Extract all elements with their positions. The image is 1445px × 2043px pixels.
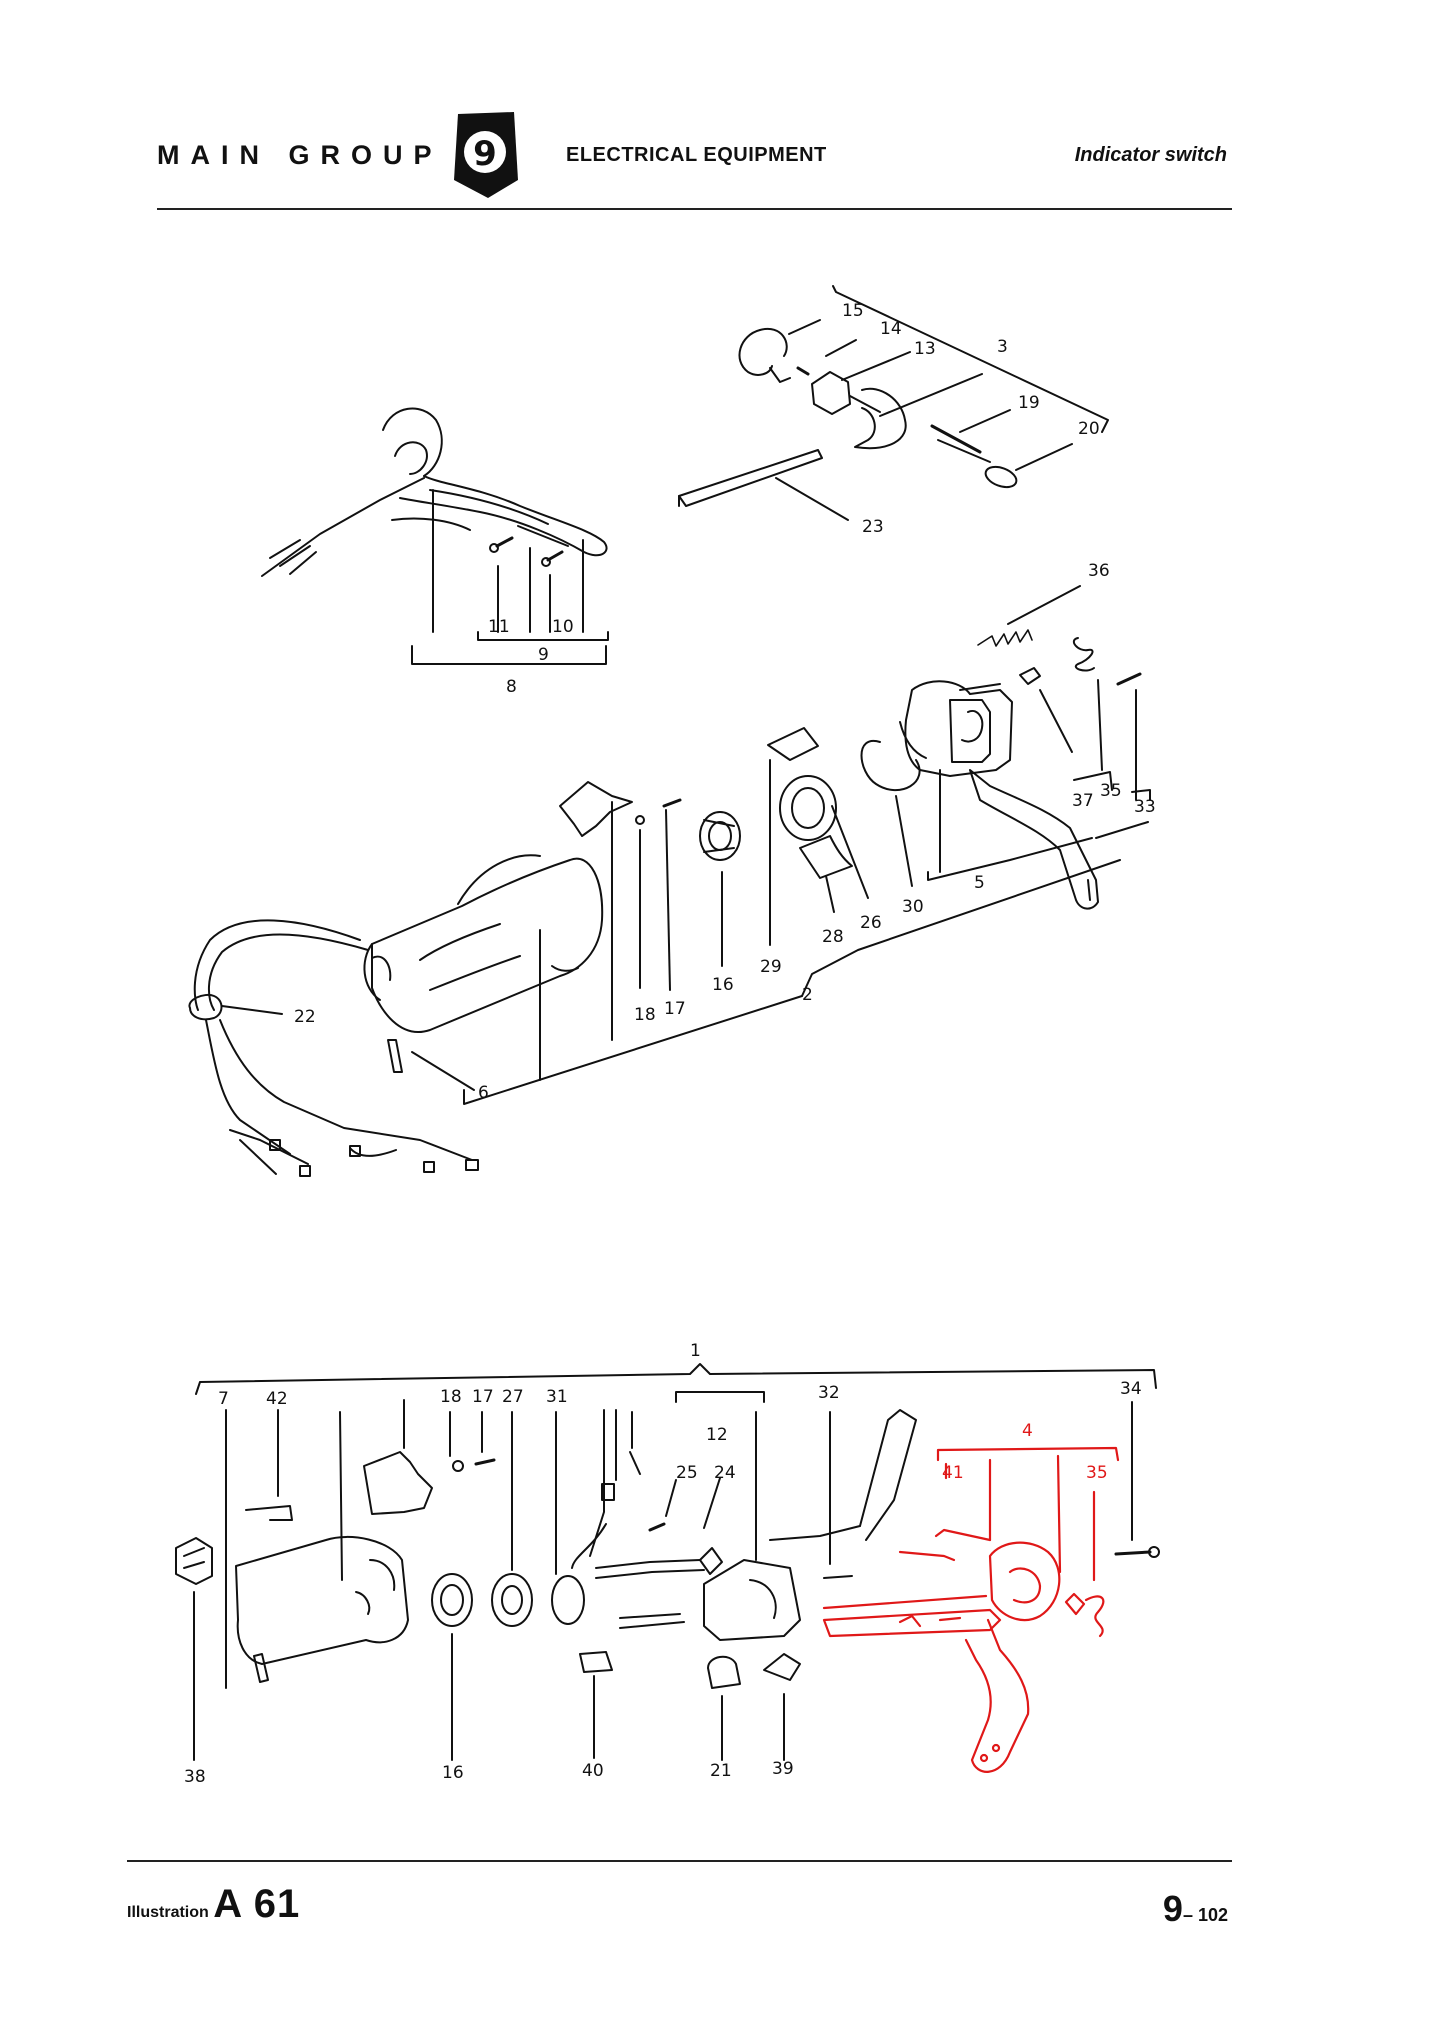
wiring-harness-22 [188, 919, 479, 1177]
callout-33: 33 [1134, 797, 1156, 817]
callout-26: 26 [860, 913, 882, 933]
callout-15: 15 [842, 301, 864, 321]
illustration-label: Illustration [127, 1904, 209, 1921]
callout-30: 30 [902, 897, 924, 917]
callout-39: 39 [772, 1759, 794, 1779]
callout-8: 8 [506, 677, 517, 697]
callout-13: 13 [914, 339, 936, 359]
illustration-caption: Illustration A 61 [127, 1882, 300, 1927]
clip-part-15 [738, 327, 791, 383]
switch-part-13 [811, 371, 907, 450]
callout-3: 3 [997, 337, 1008, 357]
callout-24: 24 [714, 1463, 736, 1483]
callout-19: 19 [1018, 393, 1040, 413]
callout-25: 25 [676, 1463, 698, 1483]
callout-23: 23 [862, 517, 884, 537]
callout-22: 22 [294, 1007, 316, 1027]
subsection-title: Indicator switch [1074, 144, 1227, 166]
callout-18-bottom: 18 [440, 1387, 462, 1407]
callout-1: 1 [690, 1341, 701, 1361]
switch-body-12 [703, 1409, 917, 1641]
callout-21: 21 [710, 1761, 732, 1781]
callout-41: 41 [942, 1463, 964, 1483]
callout-17-bottom: 17 [472, 1387, 494, 1407]
callout-2: 2 [802, 985, 813, 1005]
callout-14: 14 [880, 319, 902, 339]
callout-18-top: 18 [634, 1005, 656, 1025]
callout-20: 20 [1078, 419, 1100, 439]
callout-6: 6 [478, 1083, 489, 1103]
callout-17-top: 17 [664, 999, 686, 1019]
callout-12: 12 [706, 1425, 728, 1445]
group-number-badge: 9 [448, 110, 522, 200]
callout-40: 40 [582, 1761, 604, 1781]
callout-38: 38 [184, 1767, 206, 1787]
callout-10: 10 [552, 617, 574, 637]
callout-16-top: 16 [712, 975, 734, 995]
callout-11: 11 [488, 617, 510, 637]
highlighted-parts [822, 1446, 1120, 1773]
callout-42: 42 [266, 1389, 288, 1409]
callout-7: 7 [218, 1389, 229, 1409]
callout-37: 37 [1072, 791, 1094, 811]
callout-16-bottom: 16 [442, 1763, 464, 1783]
callout-36: 36 [1088, 561, 1110, 581]
callout-29: 29 [760, 957, 782, 977]
page-number-main: 9 [1162, 1888, 1183, 1929]
main-group-title: MAIN GROUP [157, 140, 443, 170]
callout-28: 28 [822, 927, 844, 947]
footer-rule [127, 1860, 1232, 1862]
callout-34: 34 [1120, 1379, 1142, 1399]
header-rule [157, 208, 1232, 210]
callout-5: 5 [974, 873, 985, 893]
illustration-number: A 61 [213, 1882, 301, 1926]
group-number: 9 [473, 134, 497, 174]
callout-4: 4 [1022, 1421, 1033, 1441]
bearing-parts [767, 727, 853, 879]
callout-9: 9 [538, 645, 549, 665]
callout-35-bottom: 35 [1086, 1463, 1108, 1483]
wiper-lever-8 [261, 407, 608, 577]
column-housing-7 [235, 1536, 409, 1665]
section-title: ELECTRICAL EQUIPMENT [566, 144, 827, 166]
indicator-switch-5 [899, 680, 1099, 910]
callout-35: 35 [1100, 781, 1122, 801]
page-number: 9– 102 [1163, 1888, 1228, 1930]
callout-27: 27 [502, 1387, 524, 1407]
callout-31: 31 [546, 1387, 568, 1407]
turn-signal-switch-4 [822, 1541, 1061, 1773]
steering-column-housing-6 [363, 854, 604, 1033]
callout-32: 32 [818, 1383, 840, 1403]
page-number-sub: – 102 [1182, 1905, 1228, 1925]
